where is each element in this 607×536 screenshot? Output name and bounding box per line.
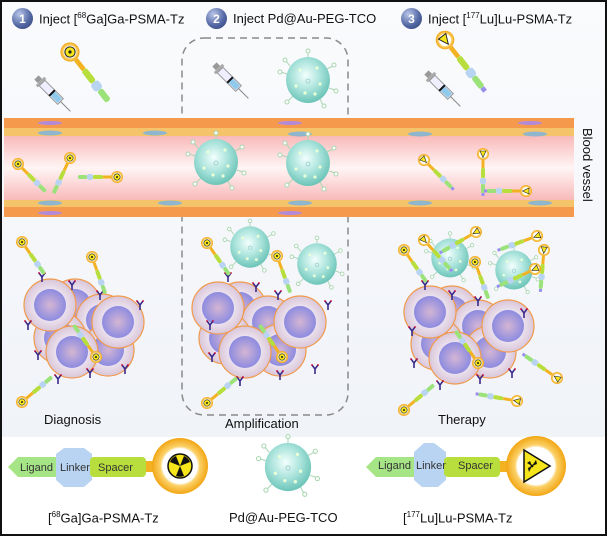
stage-label-amplification: Amplification — [225, 416, 299, 431]
tumor-cluster-diagnosis — [13, 233, 145, 411]
step-number-badge: 1 — [12, 8, 33, 29]
ga-spacer-label: Spacer — [98, 462, 133, 474]
legend-nano-name: Pd@Au-PEG-TCO — [229, 510, 338, 525]
step-2-header: 2 Inject Pd@Au-PEG-TCO — [206, 8, 376, 29]
nanoparticle-icon — [277, 48, 339, 109]
lu-linker-label: Linker — [416, 460, 446, 472]
step-1-header: 1 Inject [68Ga]Ga-PSMA-Tz — [12, 8, 184, 29]
tumor-cluster-amplification — [191, 218, 345, 412]
stage-label-therapy: Therapy — [438, 412, 486, 427]
stage-label-diagnosis: Diagnosis — [44, 412, 102, 427]
ga-ligand-label: Ligand — [20, 462, 54, 474]
lu-ligand-label: Ligand — [378, 460, 412, 472]
step-3-header: 3 Inject [177Lu]Lu-PSMA-Tz — [401, 8, 572, 29]
legend-lu-name: [177Lu]Lu-PSMA-Tz — [403, 510, 513, 526]
step-number-badge: 2 — [206, 8, 227, 29]
lu-spacer-label: Spacer — [458, 460, 493, 472]
step-2-label: Inject Pd@Au-PEG-TCO — [233, 11, 377, 26]
syringe-icon — [421, 67, 466, 112]
syringe-icon — [209, 59, 254, 104]
tumor-cluster-therapy — [395, 223, 566, 419]
amplification-box — [181, 37, 349, 416]
step-1-label: Inject [68Ga]Ga-PSMA-Tz — [39, 10, 185, 27]
step-number-badge: 3 — [401, 8, 422, 29]
ga-psma-tz-molecule — [55, 37, 117, 108]
blood-vessel-label: Blood vessel — [580, 128, 595, 202]
syringe-icon — [31, 72, 76, 117]
step-3-label: Inject [177Lu]Lu-PSMA-Tz — [428, 10, 573, 27]
blood-vessel — [4, 118, 574, 217]
ga-linker-label: Linker — [60, 462, 90, 474]
legend-ga-name: [68Ga]Ga-PSMA-Tz — [48, 510, 159, 526]
